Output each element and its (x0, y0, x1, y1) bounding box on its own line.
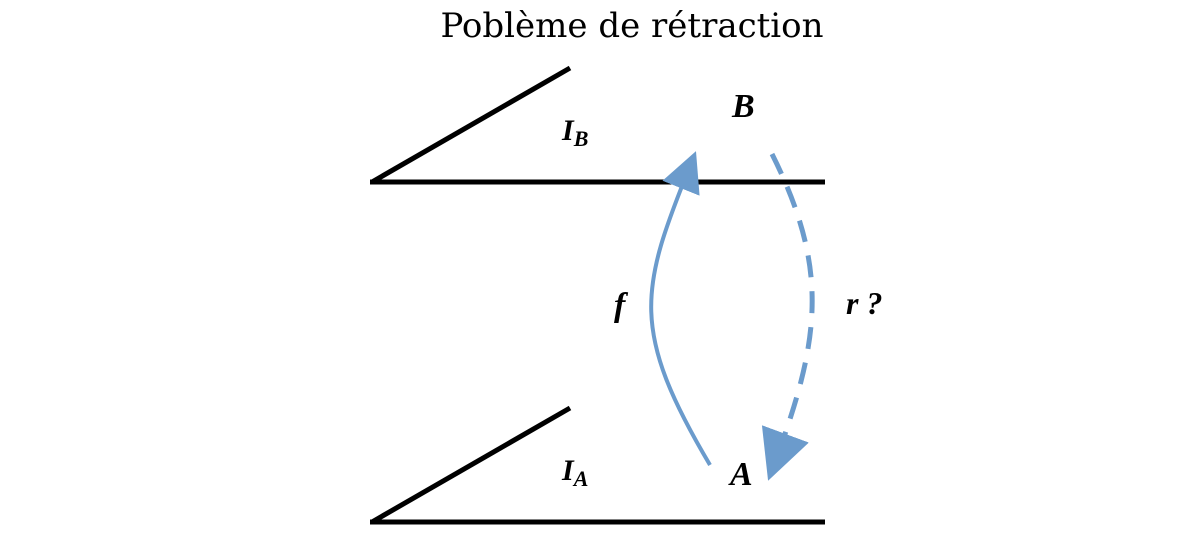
label-ib-sub: B (573, 126, 589, 151)
label-ib: IB (561, 114, 588, 151)
label-r: r ? (846, 285, 882, 321)
r-arrow (761, 152, 815, 481)
label-point-a: A (728, 456, 753, 493)
label-f: f (614, 287, 629, 324)
f-arrow (649, 151, 712, 467)
diagram-title: Poblème de rétraction (440, 6, 823, 46)
bottom-wedge-slant (370, 405, 572, 525)
label-ia: IA (561, 454, 588, 491)
label-point-b: B (731, 88, 755, 125)
label-ia-main: I (561, 454, 575, 487)
label-ib-main: I (561, 114, 575, 147)
top-wedge-slant (370, 65, 572, 185)
label-ia-sub: A (572, 466, 589, 491)
